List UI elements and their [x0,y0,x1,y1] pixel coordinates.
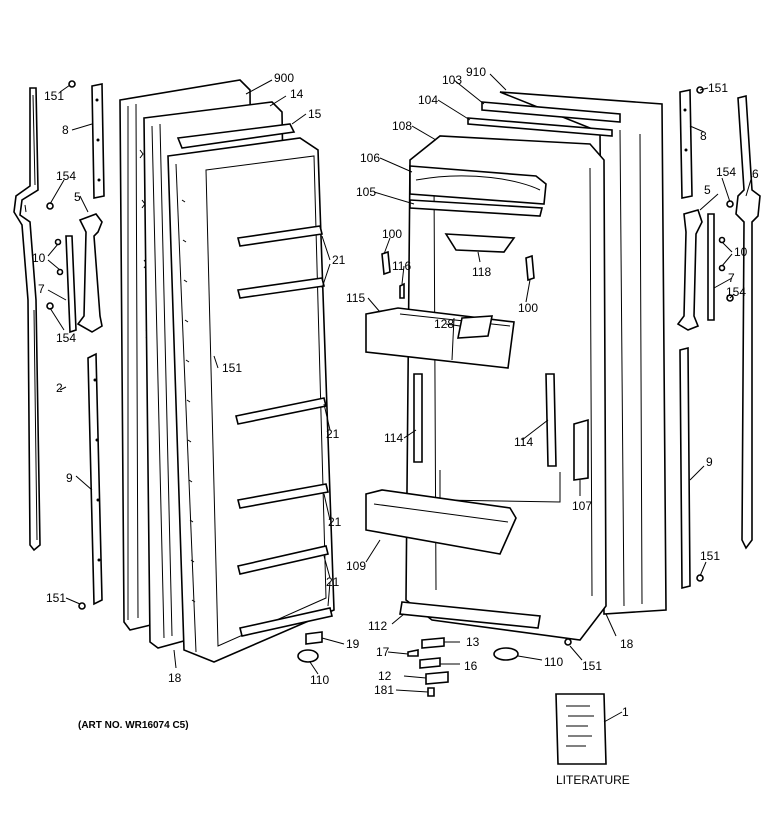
callout-100: 100 [518,301,538,315]
callout-154: 154 [716,165,736,179]
part-12-hinge [425,671,449,685]
callout-151: 151 [222,361,242,375]
part-5-door-handle-right [676,209,703,331]
part-100-shelf-supports [381,250,535,282]
part-110-cover-left [297,649,319,663]
leader-lines [47,73,753,723]
callout-12: 12 [378,669,392,683]
callout-110: 110 [544,655,563,669]
part-9-lower-strip-right [679,346,691,590]
callout-114: 114 [514,435,533,449]
callout-910: 910 [466,65,486,79]
callout-8: 8 [700,129,707,143]
callout-9: 9 [706,455,713,469]
literature-label: LITERATURE [556,773,630,787]
callout-151: 151 [46,591,66,605]
part-181-screw [427,687,435,697]
callout-5: 5 [704,183,711,197]
callout-21: 21 [332,253,346,267]
part-104-top-trim [467,117,613,137]
callout-21: 21 [328,515,342,529]
part-5-door-handle [76,213,103,333]
callout-112: 112 [368,619,387,633]
part-9-lower-strip [87,352,103,606]
part-7-handle-trim [65,235,77,334]
callout-181: 181 [374,683,394,697]
part-109-bottom-drawer [365,489,517,555]
callout-21: 21 [326,575,340,589]
screw-icon [46,80,86,610]
part-107-bracket [573,418,589,481]
callout-18: 18 [168,671,182,685]
part-116-clip [399,282,405,299]
part-16-hinge [419,657,441,669]
callout-13: 13 [466,635,480,649]
callout-114: 114 [384,431,403,445]
part-6-door-trim-strip [735,94,761,550]
part-13-hinge [421,637,445,649]
callout-6: 6 [752,167,759,181]
callout-14: 14 [290,87,304,101]
part-118-small-bin [444,233,516,253]
callout-18: 18 [620,637,634,651]
callout-labels: 151 8 154 5 10 7 154 2 9 151 900 14 15 2… [32,65,759,719]
part-21-door-shelves [235,225,333,637]
callout-9: 9 [66,471,73,485]
part-910-cabinet-case [499,91,667,615]
art-number-label: (ART NO. WR16074 C5) [78,720,189,731]
callout-7: 7 [38,282,45,296]
part-19-hinge-pin [305,631,323,645]
part-112-kickplate [399,601,541,629]
callout-17: 17 [376,645,390,659]
part-114-rails [413,373,557,467]
callout-21: 21 [326,427,340,441]
callout-10: 10 [32,251,46,265]
callout-5: 5 [74,190,81,204]
callout-15: 15 [308,107,322,121]
part-7-handle-trim-right [707,213,715,321]
part-1-literature-booklet [555,693,607,765]
callout-10: 10 [734,245,748,259]
callout-110: 110 [310,673,329,687]
callout-100: 100 [382,227,402,241]
callout-109: 109 [346,559,366,573]
callout-151: 151 [44,89,64,103]
callout-105: 105 [356,185,376,199]
callout-154: 154 [56,331,76,345]
callout-104: 104 [418,93,438,107]
callout-154: 154 [56,169,76,183]
callout-2: 2 [56,381,63,395]
callout-108: 108 [392,119,412,133]
door-inner-liner [167,137,335,663]
callout-128: 128 [434,317,454,331]
callout-116: 116 [392,259,411,273]
screw-icon [564,638,572,646]
part-103-top-trim [481,101,621,123]
screw-icon [696,86,734,582]
callout-16: 16 [464,659,478,673]
callout-106: 106 [360,151,380,165]
part-15-top-cap [176,123,296,149]
callout-151: 151 [700,549,720,563]
callout-900: 900 [274,71,294,85]
part-8-hinge-strip-right [679,89,693,199]
callout-154: 154 [726,285,746,299]
callout-103: 103 [442,73,462,87]
callout-107: 107 [572,499,592,513]
part-110-cover-right [493,647,519,661]
callout-8: 8 [62,123,69,137]
callout-7: 7 [728,271,735,285]
part-128-divider [457,315,493,339]
part-17-hinge [407,649,419,657]
callout-1: 1 [622,705,629,719]
callout-151: 151 [582,659,602,673]
callout-151: 151 [708,81,728,95]
part-106-dairy-door [409,165,547,205]
callout-118: 118 [472,265,491,279]
part-105-dairy-rail [409,199,544,217]
callout-115: 115 [346,291,365,305]
part-2-door-trim-strip [13,87,41,552]
callout-19: 19 [346,637,360,651]
